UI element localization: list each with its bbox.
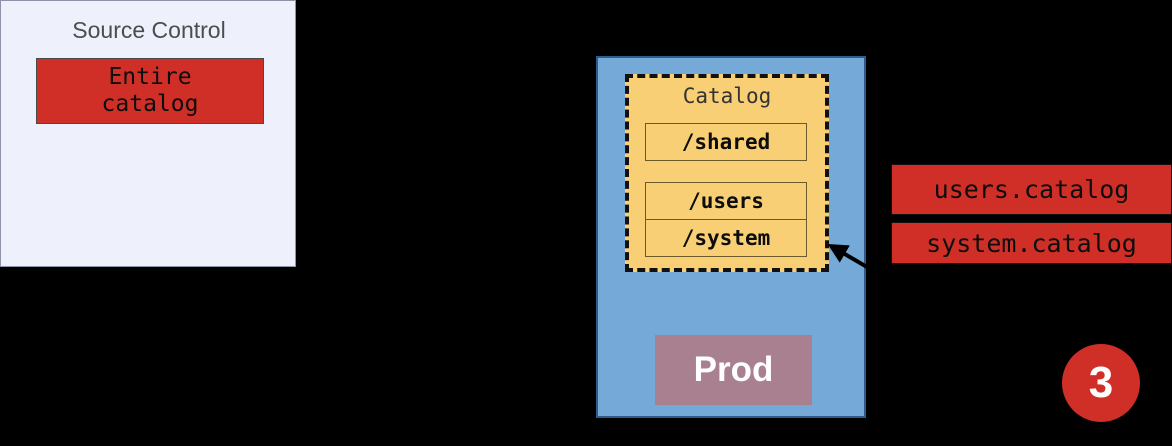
prod-environment-label: Prod (693, 350, 774, 389)
entire-catalog-line-2: catalog (101, 91, 199, 117)
catalog-box: Catalog /shared /users /system (625, 74, 829, 272)
catalog-item-system-label: /system (681, 226, 771, 250)
step-number-badge-label: 3 (1088, 358, 1114, 407)
catalog-item-users: /users (645, 182, 807, 220)
catalog-item-shared: /shared (645, 123, 807, 161)
catalog-file-system: system.catalog (891, 222, 1172, 264)
catalog-item-system: /system (645, 219, 807, 257)
catalog-item-shared-label: /shared (681, 130, 771, 154)
step-number-badge: 3 (1062, 344, 1140, 422)
entire-catalog-line-1: Entire (108, 64, 192, 90)
catalog-file-users: users.catalog (891, 164, 1172, 215)
source-control-title: Source Control (72, 17, 226, 43)
entire-catalog-artifact: Entire catalog (36, 58, 264, 124)
prod-environment-box: Prod (655, 335, 812, 405)
catalog-file-users-label: users.catalog (933, 175, 1130, 204)
catalog-item-users-label: /users (688, 189, 764, 213)
source-control-panel: Source Control Entire catalog (0, 0, 296, 267)
catalog-title: Catalog (682, 84, 772, 108)
catalog-file-system-label: system.catalog (926, 228, 1137, 258)
